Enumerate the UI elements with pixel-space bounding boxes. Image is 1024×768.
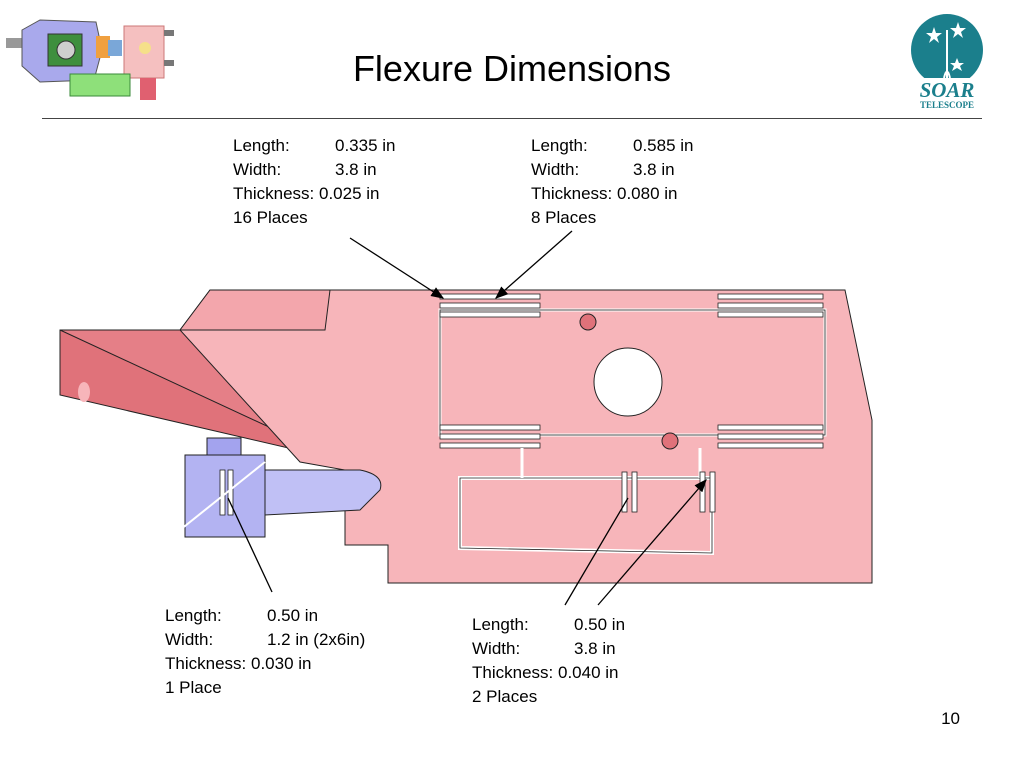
thickness-label: Thickness: bbox=[233, 184, 315, 203]
spec-block-a: Length:0.335 in Width:3.8 in Thickness: … bbox=[233, 134, 396, 230]
width-value: 1.2 in (2x6in) bbox=[267, 630, 366, 649]
width-value: 3.8 in bbox=[633, 160, 675, 179]
length-label: Length: bbox=[472, 615, 529, 634]
length-value: 0.50 in bbox=[574, 615, 626, 634]
width-label: Width: bbox=[233, 160, 282, 179]
places-text: 8 Places bbox=[531, 208, 597, 227]
logo-text: SOAR TELESCOPE bbox=[914, 80, 980, 111]
logo-text-soar: SOAR bbox=[919, 78, 975, 102]
thickness-label: Thickness: bbox=[472, 663, 554, 682]
thickness-label: Thickness: bbox=[531, 184, 613, 203]
length-value: 0.50 in bbox=[267, 606, 319, 625]
width-label: Width: bbox=[531, 160, 580, 179]
leader-lines bbox=[227, 230, 707, 606]
width-value: 3.8 in bbox=[574, 639, 616, 658]
thickness-value: 0.025 in bbox=[318, 184, 380, 203]
places-text: 16 Places bbox=[233, 208, 308, 227]
slide-title: Flexure Dimensions bbox=[352, 48, 672, 89]
logo-text-telescope: TELESCOPE bbox=[919, 100, 975, 110]
spec-block-b: Length:0.585 in Width:3.8 in Thickness: … bbox=[531, 134, 694, 230]
length-value: 0.585 in bbox=[633, 136, 694, 155]
length-label: Length: bbox=[233, 136, 290, 155]
length-value: 0.335 in bbox=[335, 136, 396, 155]
thickness-value: 0.080 in bbox=[616, 184, 678, 203]
spec-block-c: Length: 0.50 in Width: 1.2 in (2x6in) Thic… bbox=[165, 604, 365, 700]
page-number: 10 bbox=[941, 709, 960, 728]
thickness-value: 0.030 in bbox=[250, 654, 312, 673]
length-label: Length: bbox=[531, 136, 588, 155]
soar-telescope-logo bbox=[911, 14, 983, 112]
title-divider bbox=[42, 118, 982, 119]
length-label: Length: bbox=[165, 606, 222, 625]
places-text: 1 Place bbox=[165, 678, 222, 697]
spec-block-d: Length: 0.50 in Width: 3.8 in Thickness: 0… bbox=[472, 613, 625, 709]
width-label: Width: bbox=[472, 639, 521, 658]
thickness-label: Thickness: bbox=[165, 654, 247, 673]
assembly-thumbnail bbox=[6, 19, 174, 100]
flexure-plate bbox=[179, 289, 873, 584]
width-value: 3.8 in bbox=[335, 160, 377, 179]
places-text: 2 Places bbox=[472, 687, 538, 706]
thickness-value: 0.040 in bbox=[557, 663, 619, 682]
width-label: Width: bbox=[165, 630, 214, 649]
blue-clamp bbox=[179, 437, 382, 538]
